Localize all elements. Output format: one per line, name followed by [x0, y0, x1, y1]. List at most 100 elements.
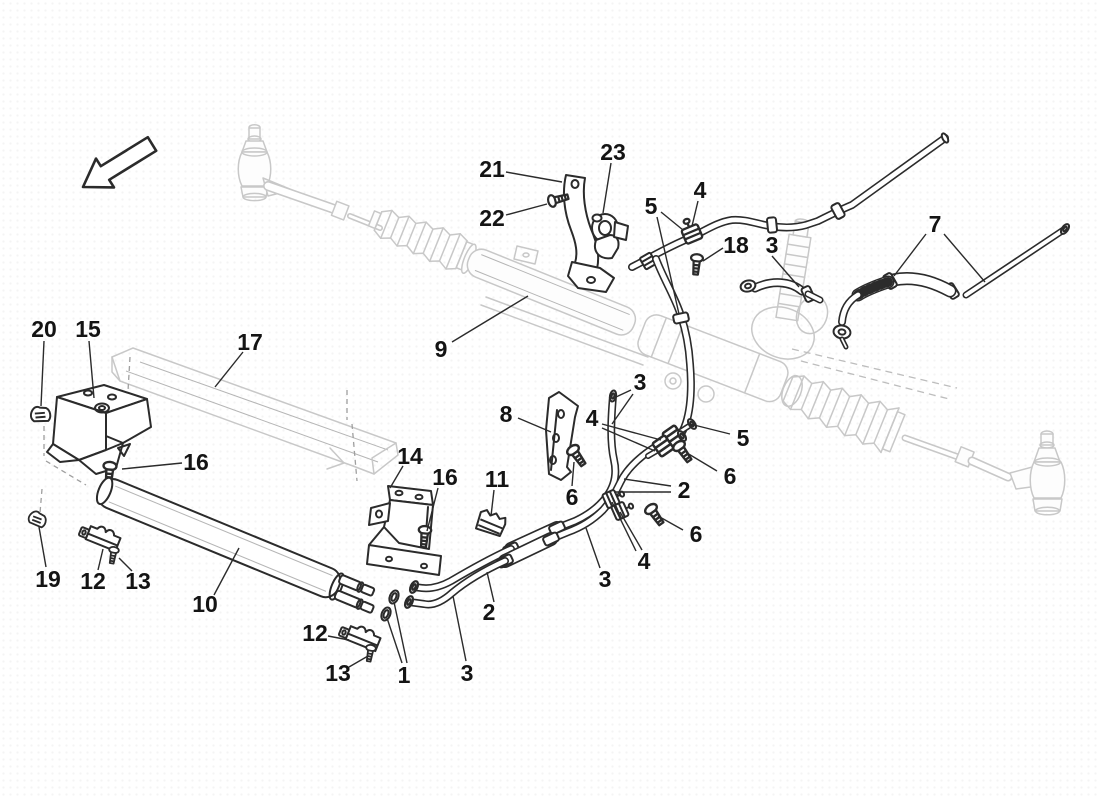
callout-label-8: 8: [500, 401, 513, 427]
leader-line: [611, 393, 634, 425]
callout-label-3: 3: [766, 232, 779, 258]
callout-label-23: 23: [600, 139, 626, 165]
callout-label-15: 15: [75, 316, 101, 342]
leader-line: [585, 527, 601, 569]
leader-line: [452, 595, 467, 662]
callout-label-3: 3: [599, 566, 612, 592]
leader-line: [505, 171, 563, 183]
callout-label-2: 2: [678, 477, 691, 503]
leader-line: [40, 340, 45, 407]
leader-line: [97, 548, 104, 571]
callout-label-4: 4: [586, 405, 599, 431]
steering-valve-ghost: [637, 218, 829, 408]
callout-label-5: 5: [645, 193, 658, 219]
leader-line: [121, 462, 183, 470]
leader-line: [426, 487, 439, 532]
callout-label-1: 1: [398, 662, 411, 688]
bolt-18: [688, 252, 705, 277]
callout-label-22: 22: [479, 205, 505, 231]
callout-label-14: 14: [397, 443, 423, 469]
leader-line: [505, 203, 548, 216]
tie-rod-end-right: [1009, 430, 1066, 516]
callout-label-2: 2: [483, 599, 496, 625]
leader-line: [686, 452, 718, 472]
clip-20: [28, 403, 53, 425]
callout-label-20: 20: [31, 316, 57, 342]
leader-line: [386, 617, 403, 664]
leader-line: [393, 601, 408, 664]
bolt-13-right: [362, 643, 378, 664]
steering-boot-right: [782, 375, 906, 454]
callout-label-3: 3: [461, 660, 474, 686]
leader-line: [689, 423, 731, 435]
leader-line: [611, 501, 637, 552]
leader-line: [601, 423, 662, 441]
bolt-6-b: [670, 437, 696, 466]
leader-line: [602, 162, 612, 214]
callout-label-9: 9: [435, 336, 448, 362]
bolt-6-c: [642, 500, 668, 529]
leader-line: [486, 571, 495, 603]
leader-line: [623, 478, 672, 487]
reference-dashes: [791, 348, 958, 400]
oil-cooler: [95, 476, 376, 614]
callout-label-21: 21: [479, 156, 505, 182]
bracket-8: [545, 391, 579, 481]
callout-label-7: 7: [929, 211, 942, 237]
leader-line: [490, 489, 495, 517]
callout-label-4: 4: [694, 177, 707, 203]
leader-line: [118, 557, 133, 572]
callout-label-18: 18: [723, 232, 749, 258]
bracket-14: [366, 485, 442, 576]
heat-shield-left: [46, 384, 152, 475]
bolt-6-a: [564, 441, 590, 470]
leader-line: [213, 547, 240, 596]
callout-label-13: 13: [325, 660, 351, 686]
callout-label-11: 11: [485, 466, 510, 492]
callout-label-12: 12: [302, 620, 328, 646]
leader-line: [571, 461, 575, 487]
callout-label-10: 10: [192, 591, 218, 617]
leader-line: [702, 247, 724, 262]
leader-line: [657, 515, 684, 531]
leader-line: [893, 233, 927, 277]
leader-line: [943, 233, 986, 283]
leader-line: [389, 465, 404, 489]
assembly-dashes: [39, 356, 358, 514]
leader-line: [615, 389, 632, 398]
callout-label-16: 16: [432, 464, 458, 490]
bolt-13-left: [105, 545, 121, 566]
leader-line: [451, 295, 529, 343]
clamp-23: [591, 213, 629, 260]
clip-19: [26, 509, 49, 529]
hydraulic-pipes: [402, 132, 1072, 611]
callout-label-12: 12: [80, 568, 106, 594]
leader-line: [88, 340, 95, 399]
callout-label-16: 16: [183, 449, 209, 475]
steering-boot-left: [367, 209, 474, 272]
callout-label-13: 13: [125, 568, 151, 594]
callout-label-19: 19: [35, 566, 61, 592]
bracket-21: [562, 174, 615, 293]
leader-line: [348, 655, 369, 668]
steering-rack-ghost: [237, 123, 1066, 516]
callout-label-6: 6: [690, 521, 703, 547]
leader-line: [691, 200, 699, 227]
leader-line: [517, 417, 552, 433]
leader-line: [601, 427, 656, 452]
callout-label-3: 3: [634, 369, 647, 395]
callout-label-17: 17: [237, 329, 263, 355]
callout-label-6: 6: [724, 463, 737, 489]
callout-label-6: 6: [566, 484, 579, 510]
rack-housing: [460, 243, 637, 336]
callout-label-4: 4: [638, 548, 651, 574]
leader-line: [656, 216, 680, 315]
leader-line: [660, 211, 684, 231]
leader-line: [214, 351, 244, 388]
leader-line: [327, 635, 350, 641]
direction-arrow-icon: [81, 135, 158, 189]
callout-label-5: 5: [737, 425, 750, 451]
